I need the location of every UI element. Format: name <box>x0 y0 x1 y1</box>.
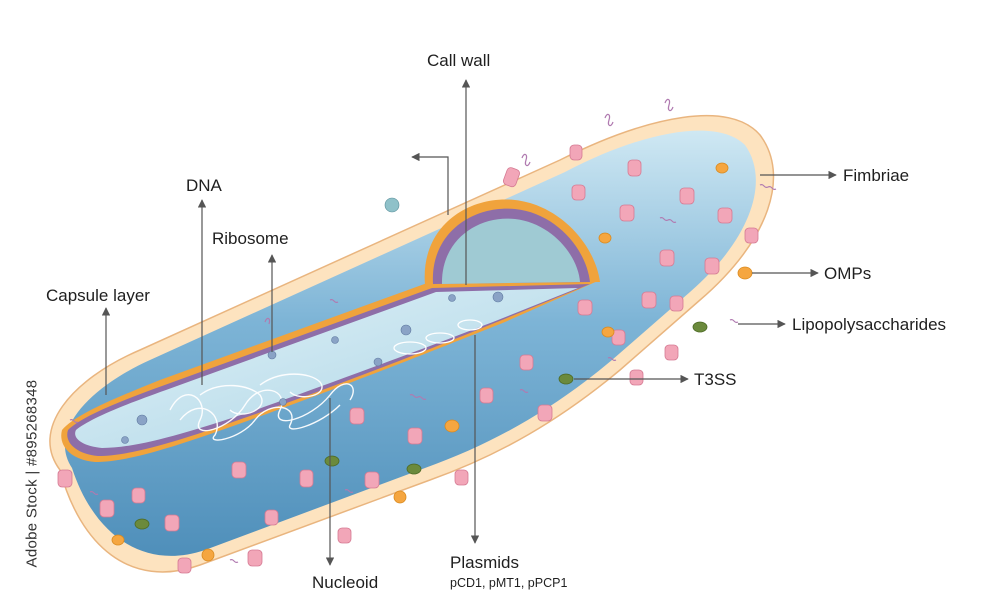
plasmid-rings <box>393 319 483 355</box>
label-plasmids-list: pCD1, pMT1, pPCP1 <box>450 576 568 590</box>
ribosomes <box>121 197 504 444</box>
omps-particles <box>111 162 753 562</box>
surface-proteins <box>57 144 759 574</box>
dna-nucleoid-coils <box>169 373 354 441</box>
label-dna: DNA <box>186 176 222 195</box>
watermark-text: Adobe Stock | #895268348 <box>23 379 41 568</box>
label-t3ss: T3SS <box>694 370 737 389</box>
leader-lines <box>101 79 837 566</box>
label-ribosome: Ribosome <box>212 229 289 248</box>
label-nucleoid: Nucleoid <box>312 573 379 592</box>
label-cell-wall: Call wall <box>427 51 491 70</box>
cell-wall-dome-inner <box>441 218 580 284</box>
t3ss-particles <box>134 321 708 530</box>
arrow-cell-wall-side <box>411 152 449 215</box>
label-fimbriae: Fimbriae <box>843 166 910 185</box>
label-lipopolysaccharides: Lipopolysaccharides <box>792 315 947 334</box>
label-capsule-layer: Capsule layer <box>46 286 150 305</box>
label-plasmids: Plasmids <box>450 553 519 572</box>
fimbriae-squiggles <box>69 98 777 563</box>
label-omps: OMPs <box>824 264 872 283</box>
